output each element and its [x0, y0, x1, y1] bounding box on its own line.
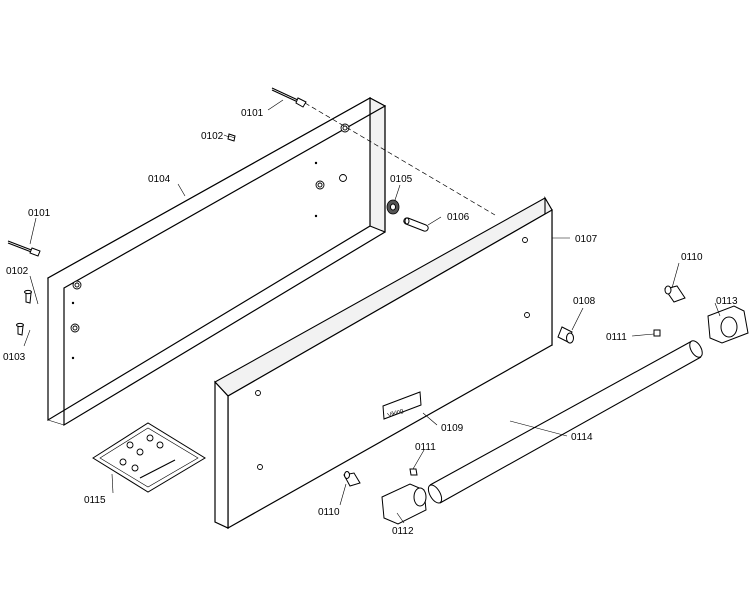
- badge-text: Viking: [387, 408, 404, 419]
- label-0109: 0109: [441, 423, 464, 434]
- label-0112: 0112: [392, 526, 414, 537]
- long-screw-0101-left: [7, 240, 41, 257]
- label-0101-left: 0101: [28, 208, 51, 219]
- assembly-path-line: [304, 102, 496, 216]
- front-panel-0107: [214, 195, 553, 530]
- label-0102-top: 0102: [201, 131, 224, 142]
- label-0113: 0113: [716, 296, 738, 307]
- screw-0111-lower: [409, 468, 418, 476]
- bushing-0108: [557, 326, 574, 344]
- label-0104: 0104: [148, 174, 171, 185]
- end-cap-0112: [381, 483, 427, 525]
- brand-badge-0109: Viking: [382, 391, 422, 420]
- label-0114: 0114: [571, 432, 593, 443]
- screw-0111-upper: [653, 329, 661, 337]
- screw-0103: [16, 322, 24, 336]
- label-0111-upper: 0111: [606, 332, 627, 343]
- label-0103: 0103: [3, 352, 26, 363]
- pin-0110-lower: [343, 471, 361, 487]
- back-panel-0104: [46, 96, 387, 427]
- label-0107: 0107: [575, 234, 598, 245]
- label-0110-lower: 0110: [318, 507, 340, 518]
- end-cap-0113: [707, 305, 749, 344]
- screw-0102-left: [24, 289, 32, 304]
- handle-tube-0114: [427, 340, 703, 504]
- label-0115: 0115: [84, 495, 106, 506]
- screw-0102-top: [227, 133, 236, 142]
- label-0108: 0108: [573, 296, 596, 307]
- label-0105: 0105: [390, 174, 413, 185]
- label-0110-upper: 0110: [681, 252, 703, 263]
- long-screw-0101-top: [271, 87, 307, 108]
- label-0111-lower: 0111: [415, 442, 436, 453]
- label-0102-left: 0102: [6, 266, 29, 277]
- pin-0110-upper: [664, 285, 686, 303]
- label-0101-top: 0101: [241, 108, 264, 119]
- grommet-0105: [386, 199, 400, 215]
- leader-lines: [23, 99, 721, 524]
- label-0106: 0106: [447, 212, 470, 223]
- hardware-bag-0115: [92, 422, 206, 493]
- pin-0106: [403, 217, 429, 232]
